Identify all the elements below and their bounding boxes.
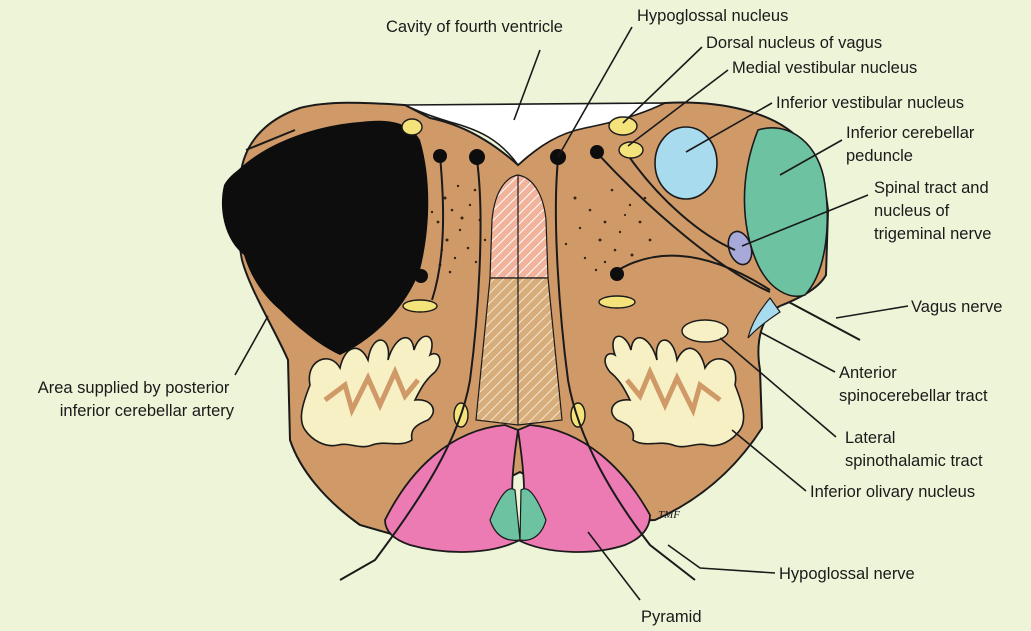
midline-lower-hatched — [475, 277, 563, 426]
inferior-olivary-nucleus-right-inner — [625, 365, 722, 417]
fiber-right-vestibular — [629, 157, 736, 251]
leader-cerebellar-peduncle — [779, 139, 843, 176]
label-pyramid: Pyramid — [641, 608, 702, 626]
leader-dorsal-vagus — [622, 46, 703, 124]
fiber-left-inner — [339, 159, 482, 581]
inferior-vestibular-nucleus — [654, 126, 718, 200]
label-medial-vestibular-nucleus: Medial vestibular nucleus — [732, 59, 917, 77]
label-inferior-olivary-nucleus: Inferior olivary nucleus — [810, 483, 975, 501]
leader-hypoglossal-nerve — [667, 544, 776, 574]
dorsal-vagal-dot-left — [433, 149, 447, 163]
nucleus-ambiguus-dot-left — [414, 269, 428, 283]
label-spinal-tract-trigeminal: Spinal tract and nucleus of trigeminal n… — [874, 179, 993, 243]
leader-hypoglossal-nucleus — [557, 26, 633, 158]
pica-area-notch — [245, 129, 296, 151]
spinal-tract-trigeminal — [727, 230, 753, 266]
hypoglossal-nucleus-dot-left — [469, 149, 485, 165]
label-vagus-nerve: Vagus nerve — [911, 298, 1002, 316]
label-cavity-fourth-ventricle: Cavity of fourth ventricle — [386, 18, 563, 36]
pyramid-right-teal — [519, 488, 547, 541]
inferior-cerebellar-peduncle — [743, 127, 829, 297]
leader-anterior-spinocerebellar — [759, 331, 836, 373]
leader-cavity — [513, 49, 541, 121]
nucleus-ambiguus-dot-right — [610, 267, 624, 281]
fiber-right-vagus — [597, 153, 771, 293]
leader-pyramid — [587, 531, 641, 601]
leader-inferior-vestibular — [685, 102, 773, 153]
fiber-right-inner — [554, 159, 696, 581]
label-pica-area: Area supplied by posterior inferior cere… — [38, 379, 235, 420]
inferior-olivary-nucleus-left — [300, 335, 441, 448]
fiber-right-cerebellar — [614, 254, 771, 291]
tract-oval-left-top — [401, 118, 423, 136]
leader-spinal-trigeminal — [741, 194, 869, 247]
pyramid-left-teal — [489, 488, 521, 541]
label-anterior-spinocerebellar-tract: Anterior spinocerebellar tract — [839, 364, 988, 405]
fiber-left-mid — [431, 155, 445, 301]
reticular-formation-right — [564, 188, 652, 272]
artist-signature: TMF — [658, 509, 680, 521]
leader-lateral-spinothalamic — [719, 337, 837, 438]
label-dorsal-nucleus-vagus: Dorsal nucleus of vagus — [706, 34, 882, 52]
pica-territory — [221, 120, 429, 356]
inferior-olivary-nucleus-left-inner — [323, 365, 420, 417]
label-inferior-cerebellar-peduncle: Inferior cerebellar peduncle — [846, 124, 979, 165]
label-hypoglossal-nucleus: Hypoglossal nucleus — [637, 7, 788, 25]
inferior-olivary-nucleus-right — [604, 335, 745, 448]
leader-pica-area — [234, 315, 269, 376]
lateral-blue-notch — [747, 297, 781, 339]
leader-medial-vestibular — [627, 69, 729, 147]
dorsal-nucleus-vagus-oval — [608, 116, 638, 136]
tract-oval-left-upper — [402, 299, 438, 313]
label-lateral-spinothalamic-tract: Lateral spinothalamic tract — [845, 429, 983, 470]
label-hypoglossal-nerve: Hypoglossal nerve — [779, 565, 915, 583]
anterior-spinocerebellar-tract — [681, 319, 729, 343]
label-inferior-vestibular-nucleus: Inferior vestibular nucleus — [776, 94, 964, 112]
leader-vagus-nerve — [835, 305, 909, 319]
leader-inferior-olivary — [731, 429, 807, 492]
dorsal-vagal-dot-right — [590, 145, 604, 159]
tract-oval-right-upper — [598, 295, 636, 309]
